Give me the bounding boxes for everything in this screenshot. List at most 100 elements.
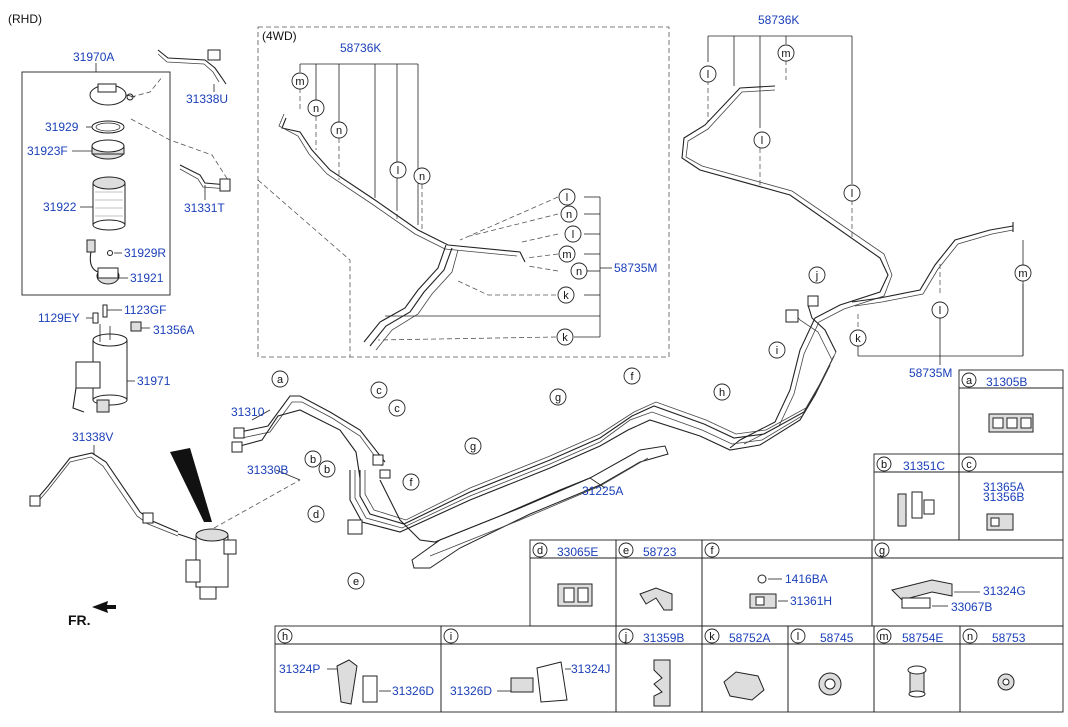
- part-58736K-rhd[interactable]: 58736K: [758, 13, 799, 27]
- legend-part-a-0[interactable]: 31305B: [986, 375, 1027, 389]
- legend-letter-c: [961, 456, 977, 472]
- callout-m[interactable]: m: [1014, 264, 1032, 282]
- part-31225A[interactable]: 31225A: [582, 484, 623, 498]
- legend-icon-c: [986, 513, 1014, 531]
- part-31922[interactable]: 31922: [43, 200, 77, 214]
- legend-part-f-0[interactable]: 1416BA: [785, 572, 828, 586]
- svg-text:n: n: [419, 171, 425, 183]
- callout-l[interactable]: l: [699, 65, 717, 83]
- part-31330B[interactable]: 31330B: [247, 463, 288, 477]
- callout-k[interactable]: k: [557, 286, 575, 304]
- callout-m[interactable]: m: [777, 44, 795, 62]
- part-31929[interactable]: 31929: [45, 120, 79, 134]
- callout-c[interactable]: c: [388, 399, 406, 417]
- front-arrow-icon: [92, 601, 116, 613]
- legend-part-g-0[interactable]: 31324G: [983, 584, 1026, 598]
- legend-icon-b: [897, 491, 935, 527]
- callout-l[interactable]: l: [564, 225, 582, 243]
- legend-letter-text: m: [879, 631, 888, 643]
- part-31331T[interactable]: 31331T: [184, 201, 225, 215]
- part-31970A[interactable]: 31970A: [73, 50, 114, 64]
- callout-n[interactable]: n: [560, 205, 578, 223]
- part-31923F[interactable]: 31923F: [27, 144, 68, 158]
- callout-n[interactable]: n: [307, 99, 325, 117]
- callout-h[interactable]: h: [713, 383, 731, 401]
- legend-part-h-1[interactable]: 31326D: [392, 684, 434, 698]
- legend-part-k-0[interactable]: 58752A: [729, 631, 770, 645]
- legend-letter-e: [618, 542, 634, 558]
- part-31929R[interactable]: 31929R: [124, 246, 166, 260]
- callout-k[interactable]: k: [849, 329, 867, 347]
- callout-n[interactable]: n: [413, 167, 431, 185]
- part-58736K-4wd[interactable]: 58736K: [340, 41, 381, 55]
- callout-g[interactable]: g: [549, 388, 567, 406]
- callout-f[interactable]: f: [623, 367, 641, 385]
- svg-text:l: l: [397, 165, 399, 177]
- svg-text:l: l: [566, 192, 568, 204]
- callout-l[interactable]: l: [843, 184, 861, 202]
- callout-i[interactable]: i: [768, 341, 786, 359]
- part-31971[interactable]: 31971: [137, 374, 171, 388]
- callout-c[interactable]: c: [370, 381, 388, 399]
- callout-j[interactable]: j: [808, 266, 826, 284]
- legend-icon-i: [497, 661, 571, 703]
- legend-part-e-0[interactable]: 58723: [643, 545, 677, 559]
- svg-text:c: c: [394, 403, 400, 415]
- callout-l[interactable]: l: [753, 131, 771, 149]
- main-fuel-lines: 31225A 31310 31330B: [231, 295, 837, 569]
- part-1129EY[interactable]: 1129EY: [38, 311, 80, 325]
- part-58735M-rhd[interactable]: 58735M: [909, 366, 952, 380]
- svg-text:b: b: [324, 464, 330, 476]
- legend-part-j-0[interactable]: 31359B: [643, 631, 684, 645]
- part-31310[interactable]: 31310: [231, 405, 265, 419]
- legend-part-i-0[interactable]: 31326D: [450, 684, 492, 698]
- legend-part-n-0[interactable]: 58753: [992, 631, 1026, 645]
- callout-n[interactable]: n: [330, 121, 348, 139]
- callout-k[interactable]: k: [556, 328, 574, 346]
- fuel-heater-assembly: 1129EY 1123GF 31356A 31971: [38, 303, 194, 413]
- legend-part-h-0[interactable]: 31324P: [279, 662, 320, 676]
- svg-text:l: l: [851, 188, 853, 200]
- part-58735M-4wd[interactable]: 58735M: [614, 261, 657, 275]
- callout-a[interactable]: a: [271, 370, 289, 388]
- callout-n[interactable]: n: [570, 262, 588, 280]
- part-1123GF[interactable]: 1123GF: [124, 303, 166, 317]
- filter-head-icon: [89, 83, 136, 106]
- legend-part-m-0[interactable]: 58754E: [902, 631, 943, 645]
- heater-canister-icon: [72, 324, 128, 413]
- svg-text:k: k: [855, 333, 861, 345]
- legend-part-d-0[interactable]: 33065E: [557, 545, 598, 559]
- callout-m[interactable]: m: [558, 245, 576, 263]
- callout-m[interactable]: m: [291, 72, 309, 90]
- legend-part-l-0[interactable]: 58745: [820, 631, 854, 645]
- callout-b[interactable]: b: [318, 460, 336, 478]
- front-direction-marker: FR.: [68, 601, 116, 628]
- legend-part-c-0[interactable]: 31365A: [983, 480, 1024, 494]
- callout-l[interactable]: l: [389, 161, 407, 179]
- legend-part-c-1[interactable]: 31356B: [983, 490, 1024, 504]
- callout-b[interactable]: b: [304, 450, 322, 468]
- legend-part-b-0[interactable]: 31351C: [903, 459, 945, 473]
- callout-l[interactable]: l: [558, 188, 576, 206]
- legend-part-g-1[interactable]: 33067B: [951, 600, 992, 614]
- callout-d[interactable]: d: [307, 505, 325, 523]
- callout-l[interactable]: l: [931, 301, 949, 319]
- legend-icon-a: [988, 413, 1034, 433]
- callout-e[interactable]: e: [347, 572, 365, 590]
- svg-text:g: g: [555, 392, 561, 404]
- callout-g[interactable]: g: [464, 437, 482, 455]
- legend-part-f-1[interactable]: 31361H: [790, 594, 832, 608]
- legend-letter-text: g: [879, 545, 885, 557]
- part-31921[interactable]: 31921: [130, 271, 164, 285]
- part-31338U[interactable]: 31338U: [186, 92, 228, 106]
- part-31356A[interactable]: 31356A: [153, 323, 194, 337]
- callout-f[interactable]: f: [402, 473, 420, 491]
- filter-cap-icon: [91, 139, 125, 160]
- legend-part-i-1[interactable]: 31324J: [571, 662, 610, 676]
- part-31338V[interactable]: 31338V: [72, 430, 113, 444]
- svg-text:h: h: [719, 387, 725, 399]
